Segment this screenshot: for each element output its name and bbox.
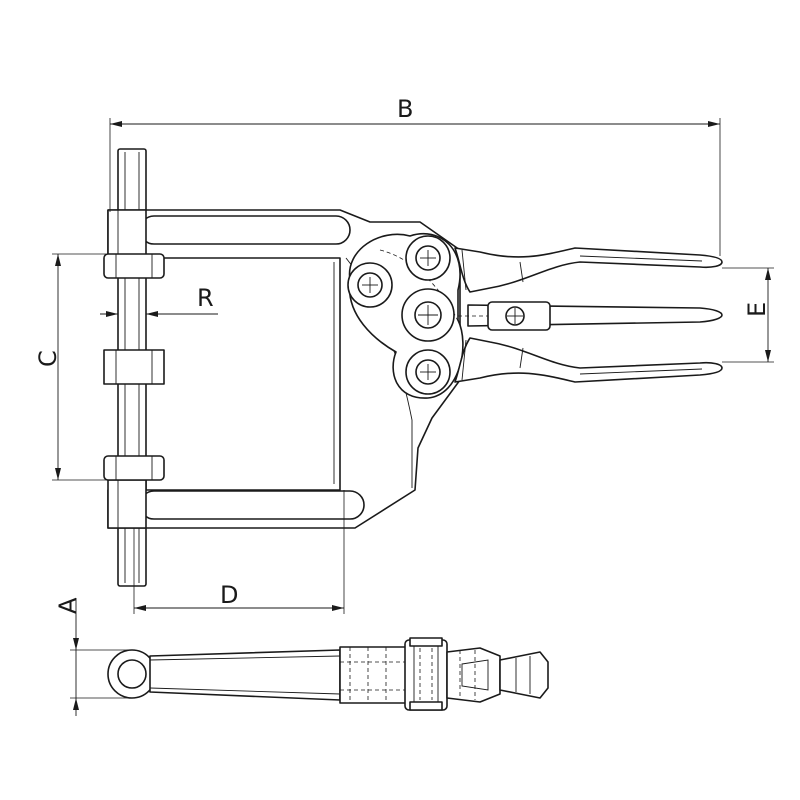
- pivot-pin-upper: [405, 235, 451, 281]
- front-view: [103, 148, 723, 587]
- side-view: [107, 637, 549, 711]
- lower-nut: [103, 455, 165, 481]
- pivot-pin-left: [347, 262, 393, 308]
- dimension-d: D: [133, 490, 345, 614]
- dimension-e-label: E: [743, 302, 771, 317]
- dimension-b-label: B: [397, 95, 413, 123]
- upper-handle: [454, 247, 723, 293]
- dimension-e: E: [722, 267, 774, 363]
- dimension-d-label: D: [220, 581, 238, 609]
- lower-handle: [454, 337, 723, 383]
- pivot-pin-lower: [405, 349, 451, 395]
- upper-nut: [103, 253, 165, 279]
- dimension-a: A: [54, 597, 132, 716]
- pivot-pin-middle: [401, 288, 455, 342]
- dimension-r: R: [100, 284, 218, 317]
- dimension-r-label: R: [197, 284, 214, 312]
- dimension-c: C: [34, 253, 106, 481]
- side-rod-end: [107, 649, 157, 699]
- dimension-b: B: [109, 95, 721, 256]
- middle-collar: [103, 349, 165, 385]
- dimension-a-label: A: [54, 597, 82, 614]
- dimension-c-label: C: [34, 350, 62, 367]
- release-lever: [458, 301, 723, 331]
